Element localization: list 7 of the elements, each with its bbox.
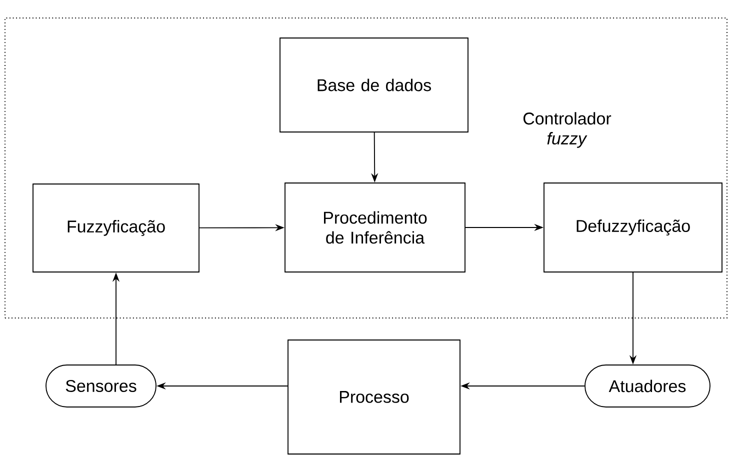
process-box: Base de dados (280, 38, 468, 132)
process-box: Procedimento de Inferência (284, 182, 466, 272)
terminal-box: Atuadores (584, 364, 710, 408)
process-box: Fuzzyficação (32, 184, 200, 272)
process-box: Defuzzyficação (544, 182, 722, 272)
process-box: Processo (288, 340, 460, 454)
terminal-box: Sensores (46, 364, 156, 408)
